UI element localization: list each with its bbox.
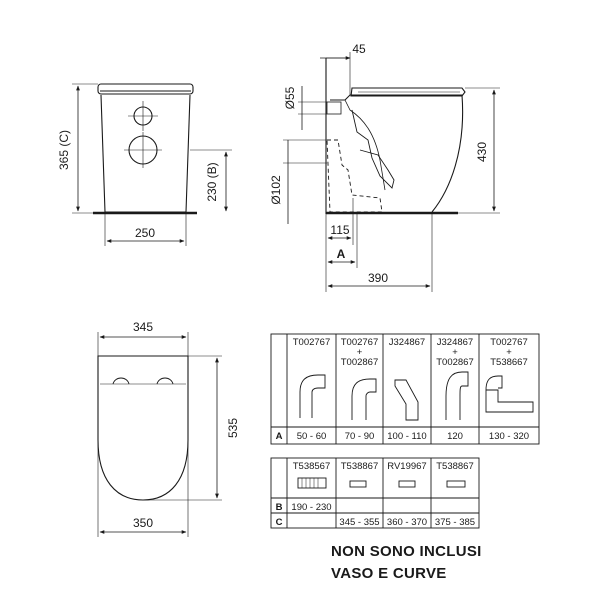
fitting-icon <box>351 378 377 420</box>
top-view <box>97 332 222 537</box>
side-height-label: 430 <box>475 142 489 162</box>
table-a-value: 130 - 320 <box>489 431 529 442</box>
fitting-icon <box>485 375 534 413</box>
fitting-icon <box>394 379 419 421</box>
front-height-c-label: 365 (C) <box>57 130 71 170</box>
table-a-value: 70 - 90 <box>345 431 375 442</box>
table-a-code: T002767+T538667 <box>490 337 528 368</box>
table-bc-code: T538567 <box>293 461 331 472</box>
side-trap-path <box>351 109 395 189</box>
table-a-row-label: A <box>276 431 283 442</box>
table-a-codes: T002767 T002767+T002867 J324867 J324867+T00… <box>293 337 528 368</box>
front-width-label: 250 <box>135 226 155 240</box>
table-bc-fittings <box>297 477 466 489</box>
table-b-row-label: B <box>276 502 283 513</box>
side-view <box>283 52 500 292</box>
extension-icon <box>349 480 367 488</box>
table-bc-code: T538867 <box>436 461 474 472</box>
extension-icon <box>297 477 327 489</box>
table-bc-code: RV19967 <box>387 461 426 472</box>
note-line-2: VASO E CURVE <box>331 565 447 582</box>
front-height-b-label: 230 (B) <box>205 162 219 201</box>
fitting-icon <box>299 374 326 418</box>
table-b-value: 190 - 230 <box>291 502 331 513</box>
table-c-value: 360 - 370 <box>387 517 427 528</box>
table-b-values: 190 - 230 <box>291 502 331 513</box>
table-a <box>270 333 540 445</box>
top-width-label: 345 <box>133 320 153 334</box>
table-a-code: J324867 <box>389 337 425 348</box>
front-bowl-body <box>100 94 191 213</box>
side-offset-label: 45 <box>352 42 366 56</box>
front-view <box>72 83 232 246</box>
top-hinge-left <box>112 377 130 385</box>
extension-icon <box>446 480 466 488</box>
side-bowl-outline <box>330 94 464 213</box>
table-a-code: J324867+T002867 <box>436 337 474 368</box>
table-bc-codes: T538567 T538867 RV19967 T538867 <box>293 461 474 472</box>
table-a-value: 100 - 110 <box>387 431 426 442</box>
front-seat-lid <box>97 83 194 95</box>
side-depth-min-label: 115 <box>330 223 349 237</box>
table-a-value: 50 - 60 <box>297 431 327 442</box>
side-pipe-dia-lower-label: Ø102 <box>269 175 283 205</box>
side-pipe-upper <box>326 101 342 115</box>
table-a-code: T002767 <box>293 337 331 348</box>
extension-icon <box>398 480 416 488</box>
side-pipe-lower <box>326 139 383 213</box>
table-a-value: 120 <box>447 431 463 442</box>
table-bc <box>270 457 480 529</box>
top-bowl-outline <box>97 355 189 501</box>
table-bc-code: T538867 <box>341 461 379 472</box>
table-c-value: 375 - 385 <box>435 517 475 528</box>
table-a-values: 50 - 60 70 - 90 100 - 110 120 130 - 320 <box>297 431 529 442</box>
note-line-1: NON SONO INCLUSI <box>331 543 482 560</box>
side-pipe-dia-upper-label: Ø55 <box>283 86 297 109</box>
side-seat-lid <box>350 87 466 97</box>
table-a-code: T002767+T002867 <box>341 337 379 368</box>
table-a-fittings <box>299 371 534 421</box>
table-c-row-label: C <box>276 517 283 528</box>
side-a-label: A <box>337 247 346 261</box>
top-hinge-right <box>156 377 174 385</box>
table-c-value: 345 - 355 <box>339 517 379 528</box>
fitting-icon <box>445 371 469 420</box>
top-length-label: 535 <box>226 418 240 438</box>
side-depth-label: 390 <box>368 271 388 285</box>
top-width-bottom-label: 350 <box>133 516 153 530</box>
table-c-values: 345 - 355 360 - 370 375 - 385 <box>339 517 475 528</box>
side-bowl-inner <box>344 99 386 191</box>
